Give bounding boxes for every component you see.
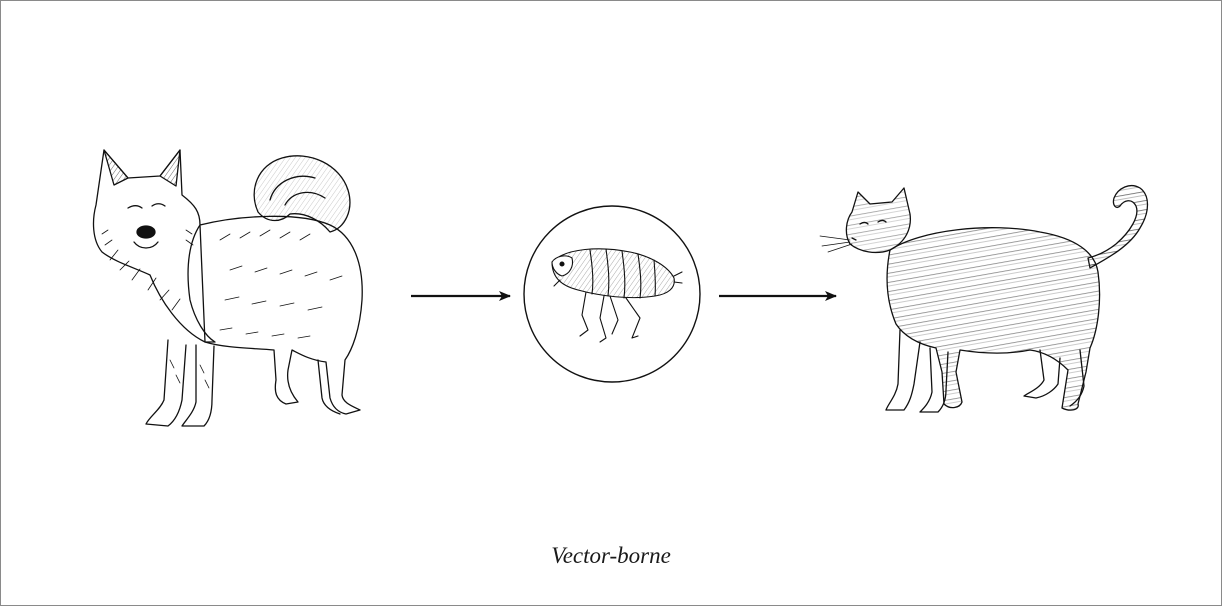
dog-illustration [94,150,363,426]
cat-illustration [820,186,1148,412]
diagram-caption: Vector-borne [551,543,671,568]
flea-illustration [524,206,700,382]
